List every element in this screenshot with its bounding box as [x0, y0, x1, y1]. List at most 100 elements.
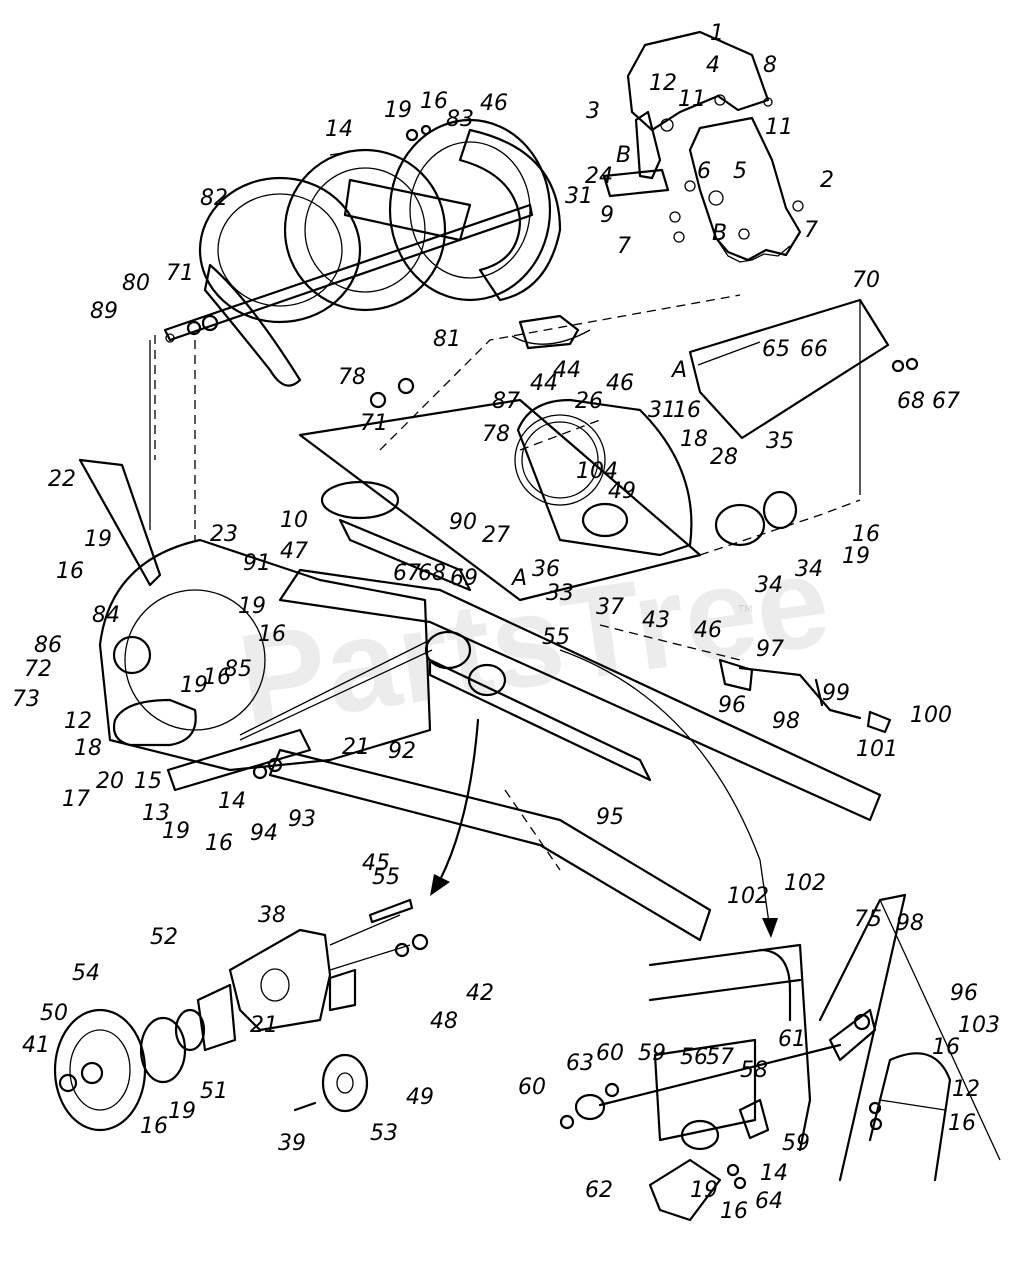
- callout-label: 16: [140, 1114, 168, 1139]
- callout-label: 26: [575, 389, 603, 414]
- callout-label: 68: [897, 389, 925, 414]
- callout-label: 33: [546, 581, 574, 606]
- chute-control-detail: [559, 893, 1001, 1222]
- callout-label: 98: [772, 709, 800, 734]
- mounting-bracket-left: [78, 458, 162, 587]
- callout-label: 18: [74, 736, 102, 761]
- callout-label: 80: [122, 271, 150, 296]
- callout-label: 89: [90, 299, 118, 324]
- callout-label: 19: [384, 98, 412, 123]
- auger-center-plate: [343, 178, 472, 242]
- callout-label: 19: [162, 819, 190, 844]
- callout-label: 27: [482, 523, 510, 548]
- callout-label: 41: [22, 1033, 50, 1058]
- callout-label: 82: [200, 186, 228, 211]
- detail-arrows: [430, 649, 778, 938]
- callout-label: 14: [325, 117, 353, 142]
- callout-label: 16: [205, 831, 233, 856]
- callout-label: 18: [680, 427, 708, 452]
- idler-arm-bracket: [228, 928, 332, 1032]
- callout-label: 16: [852, 522, 880, 547]
- callout-label: 16: [673, 398, 701, 423]
- callout-label: 58: [740, 1058, 768, 1083]
- tractor-frame-rail: [818, 893, 907, 1182]
- arrow-to-pulley-detail: [438, 718, 480, 882]
- callout-label: 37: [596, 595, 624, 620]
- callout-label: 5: [733, 159, 747, 184]
- callout-label: 104: [576, 459, 618, 484]
- arrow-to-chute-control-detail: [559, 649, 771, 931]
- callout-label: 16: [56, 559, 84, 584]
- callout-label: 19: [168, 1099, 196, 1124]
- callout-label: 21: [342, 735, 370, 760]
- impeller-shield: [688, 298, 890, 440]
- callout-label: 98: [896, 911, 924, 936]
- callout-label: 94: [250, 821, 278, 846]
- callout-label: 55: [372, 865, 400, 890]
- alignment-lines: [149, 294, 861, 871]
- callout-label: 46: [606, 371, 634, 396]
- callout-label: 91: [243, 551, 271, 576]
- callout-label: 101: [856, 737, 898, 762]
- callout-label: 16: [948, 1111, 976, 1136]
- callout-label: 52: [150, 925, 178, 950]
- frame-rail: [268, 748, 712, 942]
- auger-housing-side: [98, 538, 432, 772]
- callout-label: 16: [720, 1199, 748, 1224]
- callout-label: 36: [532, 557, 560, 582]
- callout-label: 47: [280, 539, 308, 564]
- callout-label: 6: [697, 159, 711, 184]
- callout-label: 22: [48, 467, 76, 492]
- callout-label: 12: [649, 71, 677, 96]
- callout-label: 49: [608, 479, 636, 504]
- callout-label: 31: [648, 398, 676, 423]
- callout-label: 24: [585, 164, 613, 189]
- callout-label: 11: [765, 115, 793, 140]
- callout-label: 78: [482, 422, 510, 447]
- callout-label: 83: [446, 107, 474, 132]
- callout-label: 67: [393, 561, 421, 586]
- callout-label: 14: [218, 789, 246, 814]
- callout-label: 96: [718, 693, 746, 718]
- callout-label: A: [510, 566, 527, 591]
- callout-label: 42: [466, 981, 494, 1006]
- callout-label: 67: [932, 389, 960, 414]
- callout-label: 97: [756, 637, 784, 662]
- auger-flight-right: [388, 118, 552, 302]
- callout-label: 102: [727, 884, 769, 909]
- callout-label: 68: [418, 561, 446, 586]
- callout-label: 9: [600, 203, 614, 228]
- auger-assembly: [163, 118, 591, 409]
- callout-label: 95: [596, 805, 624, 830]
- callout-label: 35: [766, 429, 794, 454]
- callout-label: 16: [420, 89, 448, 114]
- callout-label: 62: [585, 1178, 613, 1203]
- chute-crank-rod: [738, 666, 862, 720]
- callout-label: 55: [542, 625, 570, 650]
- tractor-body-outline: [648, 943, 812, 1152]
- callout-label: 34: [795, 557, 823, 582]
- callout-label: 11: [678, 87, 706, 112]
- gear-sprocket: [514, 414, 606, 506]
- callout-label: 99: [822, 681, 850, 706]
- drive-belt-cover: [112, 698, 197, 747]
- callout-label: 60: [596, 1041, 624, 1066]
- callout-label: 28: [710, 445, 738, 470]
- callout-label: 2: [820, 168, 834, 193]
- callout-label: 16: [258, 622, 286, 647]
- callout-label: 39: [278, 1131, 306, 1156]
- auger-flight-left: [198, 176, 362, 324]
- callout-label: 102: [784, 871, 826, 896]
- callout-label: 70: [852, 268, 880, 293]
- callout-label: 46: [694, 618, 722, 643]
- callout-label: 84: [92, 603, 120, 628]
- tractor-tire: [868, 1052, 952, 1182]
- callout-label: 50: [40, 1001, 68, 1026]
- callout-label: 23: [210, 522, 238, 547]
- callout-label: 46: [480, 91, 508, 116]
- callout-label: 73: [12, 687, 40, 712]
- crank-handle: [648, 1158, 722, 1222]
- callout-label: 57: [706, 1045, 734, 1070]
- callout-label: 72: [24, 657, 52, 682]
